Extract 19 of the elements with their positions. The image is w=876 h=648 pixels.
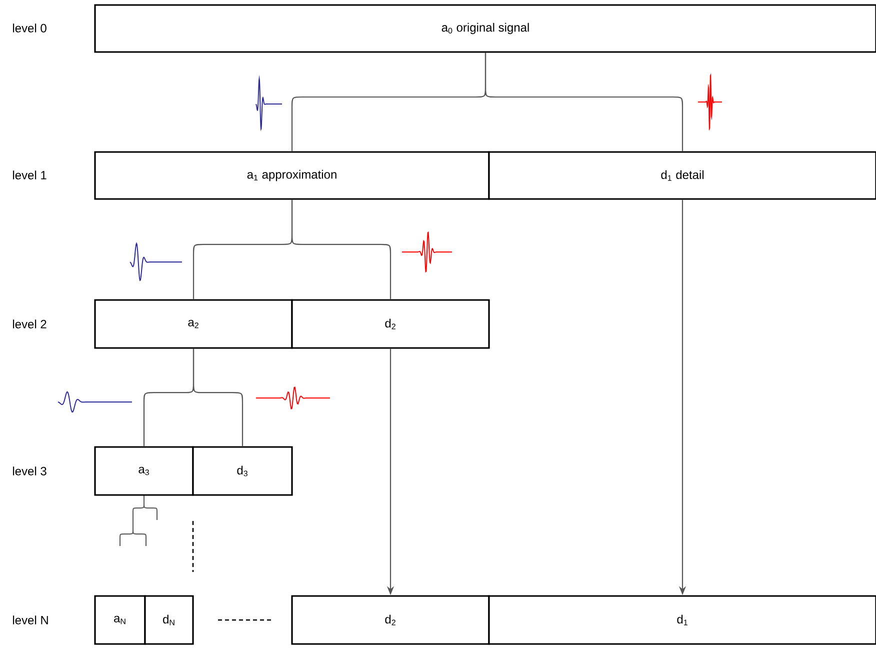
- level-label: level 0: [13, 24, 46, 32]
- coefficient-box: d$_{2}$: [291, 299, 490, 349]
- connector-line: [291, 200, 392, 300]
- coefficient-box: a$_{1}$ approximation: [94, 151, 490, 200]
- coefficient-box: d$_{3}$: [192, 446, 293, 496]
- coefficient-box: a$_{0}$ original signal: [94, 4, 876, 53]
- coefficient-box: d$_{2}$: [291, 595, 490, 645]
- coefficient-box: a$_{2}$: [94, 299, 293, 349]
- coefficient-box: d$_{1}$: [488, 595, 876, 645]
- coefficient-box: d$_{1}$ detail: [488, 151, 876, 200]
- coefficient-box: d$_{N}$: [144, 595, 194, 645]
- level-label: level 1: [13, 170, 46, 180]
- level-label: level 2: [13, 320, 46, 328]
- level-label: level 3: [13, 466, 46, 476]
- connector-line: [484, 52, 684, 152]
- level-label: level N: [13, 616, 48, 624]
- coefficient-box: a$_{N}$: [94, 595, 146, 645]
- coefficient-box: a$_{3}$: [94, 446, 194, 496]
- connector-line: [192, 348, 244, 446]
